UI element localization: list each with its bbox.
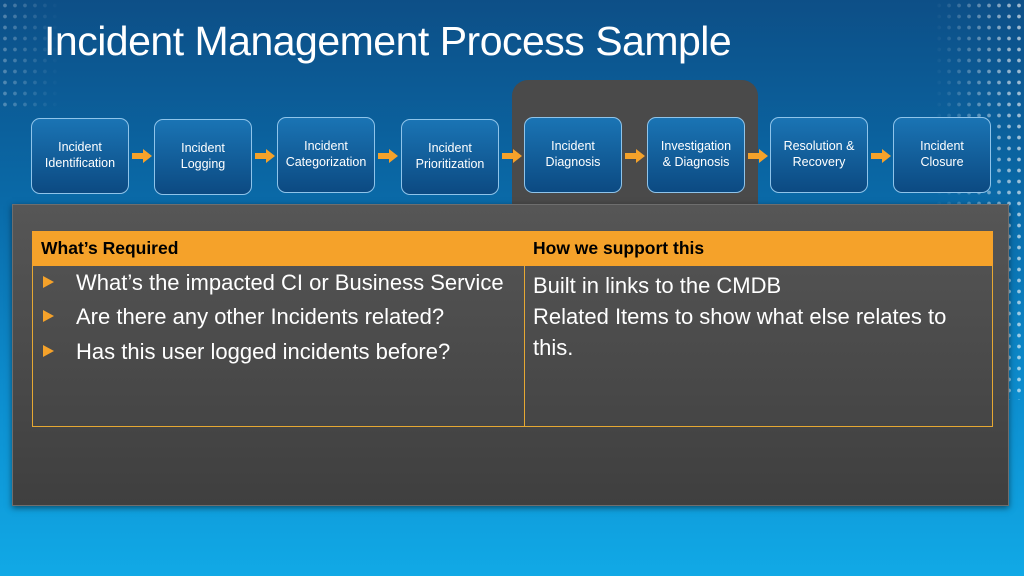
step-resolution-recovery: Resolution & Recovery: [770, 117, 868, 193]
arrow-right-icon: [378, 149, 398, 163]
list-item: Has this user logged incidents before?: [39, 339, 518, 365]
support-line: Related Items to show what else relates …: [533, 304, 947, 361]
arrow-right-icon: [255, 149, 275, 163]
list-item: What’s the impacted CI or Business Servi…: [39, 270, 518, 296]
step-incident-categorization: Incident Categorization: [277, 117, 375, 193]
bullet-triangle-icon: [43, 276, 54, 288]
arrow-right-icon: [748, 149, 768, 163]
support-cell: Built in links to the CMDB Related Items…: [524, 265, 993, 427]
header-how-we-support: How we support this: [524, 231, 993, 266]
list-item: Are there any other Incidents related?: [39, 304, 518, 330]
step-incident-closure: Incident Closure: [893, 117, 991, 193]
requirements-table: What’s Required How we support this What…: [32, 231, 993, 427]
header-whats-required: What’s Required: [32, 231, 525, 266]
step-investigation-diagnosis: Investigation & Diagnosis: [647, 117, 745, 193]
step-incident-prioritization: Incident Prioritization: [401, 119, 499, 195]
list-item-text: Are there any other Incidents related?: [76, 304, 445, 330]
step-incident-logging: Incident Logging: [154, 119, 252, 195]
arrow-right-icon: [625, 149, 645, 163]
step-incident-diagnosis: Incident Diagnosis: [524, 117, 622, 193]
arrow-right-icon: [502, 149, 522, 163]
list-item-text: Has this user logged incidents before?: [76, 338, 451, 364]
arrow-right-icon: [871, 149, 891, 163]
required-cell: What’s the impacted CI or Business Servi…: [32, 265, 525, 427]
bullet-triangle-icon: [43, 344, 54, 357]
slide-title: Incident Management Process Sample: [44, 18, 732, 64]
bullet-triangle-icon: [43, 310, 54, 323]
support-line: Built in links to the CMDB: [533, 273, 782, 298]
table-header-row: What’s Required How we support this: [32, 231, 993, 266]
step-incident-identification: Incident Identification: [31, 118, 129, 194]
table-row: What’s the impacted CI or Business Servi…: [32, 265, 993, 427]
required-list: What’s the impacted CI or Business Servi…: [39, 270, 518, 365]
arrow-right-icon: [132, 149, 152, 163]
decorative-dots-left: [0, 0, 60, 110]
list-item-text: What’s the impacted CI or Business Servi…: [76, 270, 504, 295]
